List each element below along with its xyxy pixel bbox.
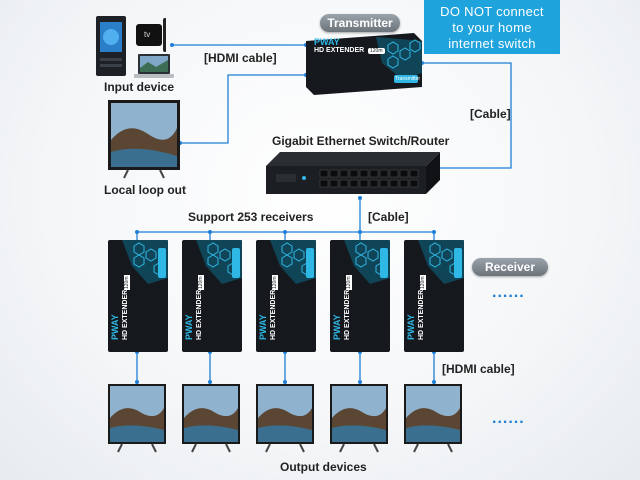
receiver-tag: 120m xyxy=(198,275,204,290)
receiver-body-icon xyxy=(182,240,242,352)
switch-title: Gigabit Ethernet Switch/Router xyxy=(272,134,450,148)
output-tv-icon xyxy=(182,384,240,453)
receiver-brand: PWAY xyxy=(258,314,268,340)
pc-tower-icon xyxy=(96,16,126,76)
receiver-brand: PWAY xyxy=(332,314,342,340)
warning-line-3: internet switch xyxy=(448,36,536,51)
receiver-unit-5: PWAY HD EXTENDER 120m xyxy=(404,240,464,352)
cable-label-mid: [Cable] xyxy=(368,210,409,224)
receiver-model: HD EXTENDER xyxy=(344,289,351,340)
receiver-model: HD EXTENDER xyxy=(418,289,425,340)
warning-box: DO NOT connect to your home internet swi… xyxy=(424,0,560,54)
support-receivers-label: Support 253 receivers xyxy=(188,210,314,224)
local-loop-tv-icon xyxy=(108,100,180,179)
receiver-tag: 120m xyxy=(346,275,352,290)
receiver-tag: 120m xyxy=(124,275,130,290)
output-tv-icon xyxy=(404,384,462,453)
receiver-tag: 120m xyxy=(420,275,426,290)
transmitter-tag: 120m xyxy=(368,48,385,54)
receiver-unit-2: PWAY HD EXTENDER 120m xyxy=(182,240,242,352)
receiver-brand: PWAY xyxy=(184,314,194,340)
output-tv-icon xyxy=(330,384,388,453)
hdmi-cable-label-bottom: [HDMI cable] xyxy=(442,362,515,376)
receiver-body-icon xyxy=(404,240,464,352)
receiver-model: HD EXTENDER xyxy=(270,289,277,340)
laptop-icon xyxy=(134,54,174,78)
transmitter-model: HD EXTENDER xyxy=(314,47,365,54)
more-receivers-dots: ...... xyxy=(492,284,525,301)
transmitter-brand: PWAY xyxy=(314,37,340,47)
receiver-brand: PWAY xyxy=(406,314,416,340)
hdmi-cable-label-top: [HDMI cable] xyxy=(204,51,277,65)
cable-label-right: [Cable] xyxy=(470,107,511,121)
output-devices-label: Output devices xyxy=(280,460,367,474)
receiver-brand: PWAY xyxy=(110,314,120,340)
tx-to-switch-wire xyxy=(422,62,512,169)
hdmi-output-wires xyxy=(136,352,435,382)
receiver-unit-4: PWAY HD EXTENDER 120m xyxy=(330,240,390,352)
receiver-tag: 120m xyxy=(272,275,278,290)
more-outputs-dots: ...... xyxy=(492,410,525,427)
network-switch-icon xyxy=(266,152,440,194)
receiver-model: HD EXTENDER xyxy=(122,289,129,340)
input-device-label: Input device xyxy=(104,80,175,94)
receiver-unit-3: PWAY HD EXTENDER 120m xyxy=(256,240,316,352)
warning-line-2: to your home xyxy=(452,20,532,35)
transmitter-body-icon xyxy=(306,33,422,95)
warning-line-1: DO NOT connect xyxy=(440,4,544,19)
receiver-model: HD EXTENDER xyxy=(196,289,203,340)
apple-tv-label: tv xyxy=(144,30,151,39)
receiver-body-icon xyxy=(330,240,390,352)
receiver-title: Receiver xyxy=(472,258,548,276)
receiver-body-icon xyxy=(256,240,316,352)
output-tv-icon xyxy=(108,384,166,453)
local-loop-out-label: Local loop out xyxy=(104,183,186,197)
transmitter-title: Transmitter xyxy=(320,14,400,32)
apple-tv-icon xyxy=(136,18,166,52)
transmitter-badge: Transmitter xyxy=(395,76,421,82)
receiver-body-icon xyxy=(108,240,168,352)
loop-out-wire xyxy=(180,74,306,144)
input-device-group: tv xyxy=(92,10,182,80)
transmitter-device: PWAY HD EXTENDER 120m Transmitter xyxy=(306,33,422,95)
receiver-unit-1: PWAY HD EXTENDER 120m xyxy=(108,240,168,352)
output-tv-icon xyxy=(256,384,314,453)
